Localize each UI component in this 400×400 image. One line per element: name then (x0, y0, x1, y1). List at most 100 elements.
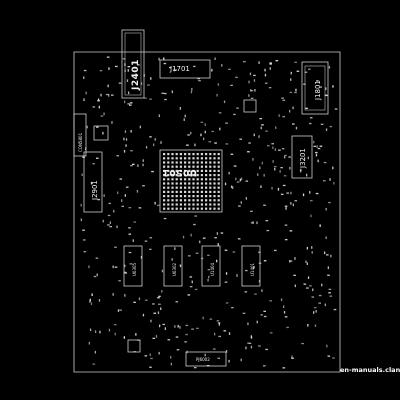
passive-component (135, 333, 137, 336)
passive-component (263, 174, 265, 177)
passive-component (127, 103, 130, 105)
passive-component (186, 350, 188, 354)
passive-component (235, 76, 238, 78)
passive-component (162, 323, 165, 326)
bga-ball (213, 178, 216, 181)
bga-ball (167, 195, 170, 198)
passive-component (263, 315, 267, 318)
bga-ball (163, 174, 166, 177)
passive-component (149, 237, 153, 239)
bga-ball (213, 161, 216, 164)
passive-component (128, 251, 132, 254)
passive-component (333, 181, 335, 185)
bga-ball (175, 178, 178, 181)
passive-component (281, 148, 285, 150)
bga-ball (171, 165, 174, 168)
passive-component (157, 204, 160, 206)
passive-component (261, 161, 263, 165)
bga-ball (192, 203, 195, 206)
passive-component (216, 232, 218, 235)
passive-component (253, 79, 256, 82)
passive-component (325, 207, 327, 211)
passive-component (128, 207, 132, 209)
bga-ball (213, 199, 216, 202)
bga-ball (200, 186, 203, 189)
bga-ball (179, 207, 182, 210)
passive-component (306, 173, 308, 177)
passive-component (174, 247, 176, 250)
passive-component (264, 82, 268, 84)
bga-ball (163, 165, 166, 168)
bga-ball (205, 195, 208, 198)
bga-ball (171, 190, 174, 193)
label-u1401: U1401 (250, 262, 255, 276)
passive-component (320, 123, 324, 125)
passive-component (232, 186, 234, 189)
passive-component (142, 185, 145, 187)
passive-component (97, 98, 100, 102)
passive-component (179, 107, 181, 110)
passive-component (283, 311, 286, 314)
passive-component (260, 314, 263, 316)
passive-component (213, 348, 216, 350)
passive-component (269, 332, 273, 334)
passive-component (161, 269, 164, 273)
bga-ball (167, 207, 170, 210)
passive-component (221, 64, 223, 67)
passive-component (193, 65, 196, 68)
passive-component (252, 221, 254, 224)
passive-component (81, 173, 83, 177)
passive-component (109, 221, 111, 224)
bga-ball (200, 165, 203, 168)
bga-ball (200, 169, 203, 172)
bga-ball (205, 157, 208, 160)
passive-component (279, 170, 281, 173)
bga-ball (163, 195, 166, 198)
passive-component (288, 156, 291, 158)
passive-component (124, 69, 126, 72)
passive-component (272, 146, 274, 149)
passive-component (163, 217, 167, 220)
bga-ball (188, 169, 191, 172)
bga-ball (200, 174, 203, 177)
bga-ball (196, 161, 199, 164)
passive-component (149, 366, 152, 368)
passive-component (245, 180, 249, 182)
passive-component (225, 122, 228, 124)
passive-component (176, 349, 180, 351)
passive-component (159, 324, 161, 328)
passive-component (281, 97, 284, 99)
passive-component (217, 243, 219, 246)
passive-component (92, 106, 96, 108)
passive-component (150, 357, 153, 360)
passive-component (190, 90, 193, 94)
bga-ball (175, 161, 178, 164)
bga-ball (188, 207, 191, 210)
passive-component (295, 88, 297, 92)
passive-component (294, 284, 296, 288)
passive-component (326, 344, 328, 348)
passive-component (292, 123, 295, 125)
bga-ball (209, 161, 212, 164)
passive-component (92, 363, 96, 365)
passive-component (225, 143, 229, 145)
passive-component (263, 310, 266, 312)
passive-component (253, 133, 255, 137)
passive-component (136, 190, 139, 193)
label-pj6002: PJ6002 (196, 357, 210, 362)
passive-component (272, 160, 274, 163)
passive-component (98, 105, 100, 109)
passive-component (247, 151, 250, 153)
passive-component (258, 251, 261, 253)
passive-component (153, 312, 157, 314)
bga-ball (192, 165, 195, 168)
passive-component (236, 181, 240, 183)
passive-component (88, 341, 90, 345)
passive-component (250, 345, 253, 349)
bga-ball (171, 157, 174, 160)
passive-component (280, 167, 283, 169)
bga-ball (175, 182, 178, 185)
bga-ball (213, 190, 216, 193)
bga-ball (209, 169, 212, 172)
passive-component (294, 91, 297, 94)
